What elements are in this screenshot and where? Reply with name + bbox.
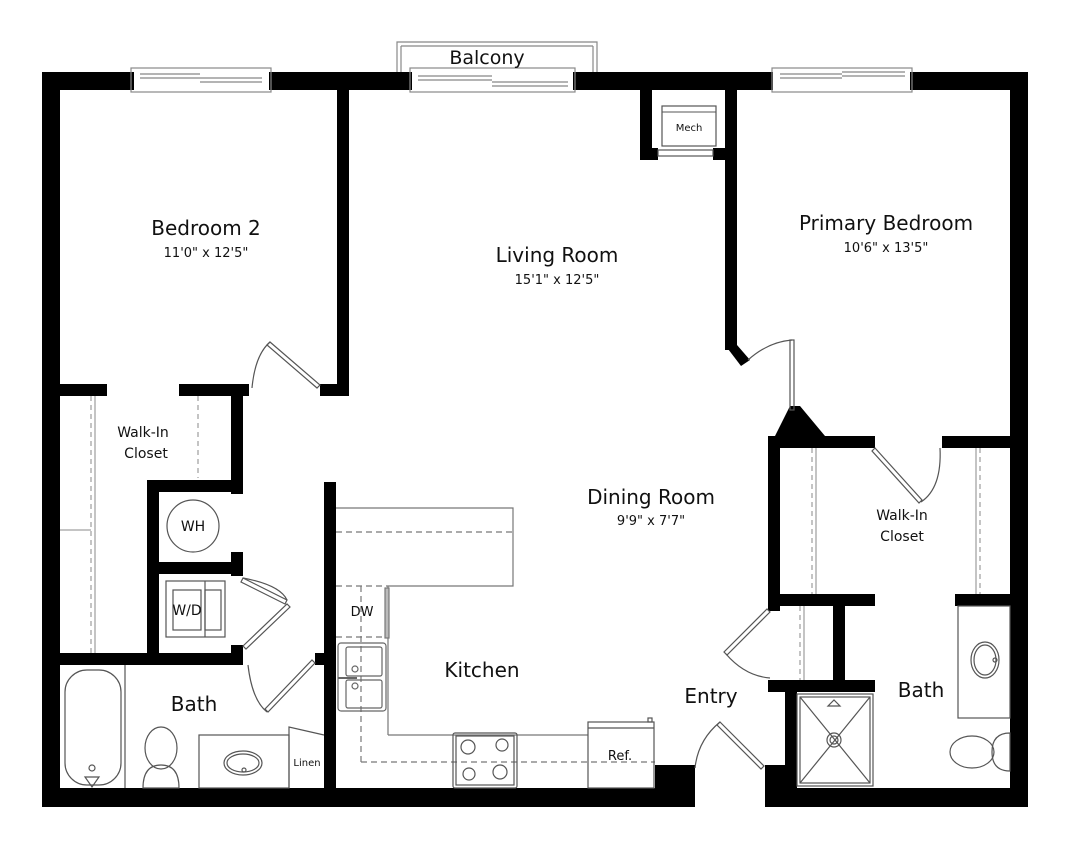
stove [452,732,518,789]
balcony-label: Balcony [449,47,525,69]
primary-bedroom-name: Primary Bedroom [798,211,974,235]
washer-dryer [165,580,226,638]
doors [240,149,941,770]
dining-room-dimensions: 9'9" x 7'7" [616,514,686,529]
entry-name: Entry [684,684,738,708]
windows [130,67,913,93]
linen-closet [288,726,325,788]
mech-label: Mech [675,123,703,134]
vanity-left [198,734,290,789]
walk-in-closet-right-line1: Walk-In [876,508,928,524]
linen-label: Linen [293,758,321,769]
dining-room-name: Dining Room [587,485,715,509]
washer-dryer-label: W/D [172,603,202,619]
living-room-dimensions: 15'1" x 12'5" [514,273,600,288]
mech-unit [661,105,717,147]
primary-bedroom-dimensions: 10'6" x 13'5" [843,241,929,256]
interior-walls [60,88,1012,802]
walk-in-closet-right-line2: Closet [880,529,924,545]
balcony [396,41,598,72]
kitchen-name: Kitchen [444,658,520,682]
kitchen-sink [337,642,387,712]
bedroom-2-dimensions: 11'0" x 12'5" [163,246,249,261]
living-room-name: Living Room [495,243,619,267]
exterior-walls [42,72,1028,807]
shower [796,693,874,787]
walk-in-closet-left-line2: Closet [124,446,168,462]
refrigerator [587,717,655,789]
kitchen-counters [336,507,655,765]
closet-shelves [60,396,977,680]
water-heater [166,499,220,553]
bath-left-name: Bath [170,692,218,716]
bath-right-name: Bath [897,678,945,702]
dishwasher-label: DW [350,605,374,620]
toilet-left [142,726,180,789]
water-heater-label: WH [180,519,206,535]
toilet-right [949,732,1011,772]
refrigerator-label: Ref. [607,749,633,764]
closet-rods [90,396,981,680]
bathtub [64,665,126,789]
walk-in-closet-left-line1: Walk-In [117,425,169,441]
bedroom-2-name: Bedroom 2 [151,216,261,240]
vanity-right [957,605,1011,719]
